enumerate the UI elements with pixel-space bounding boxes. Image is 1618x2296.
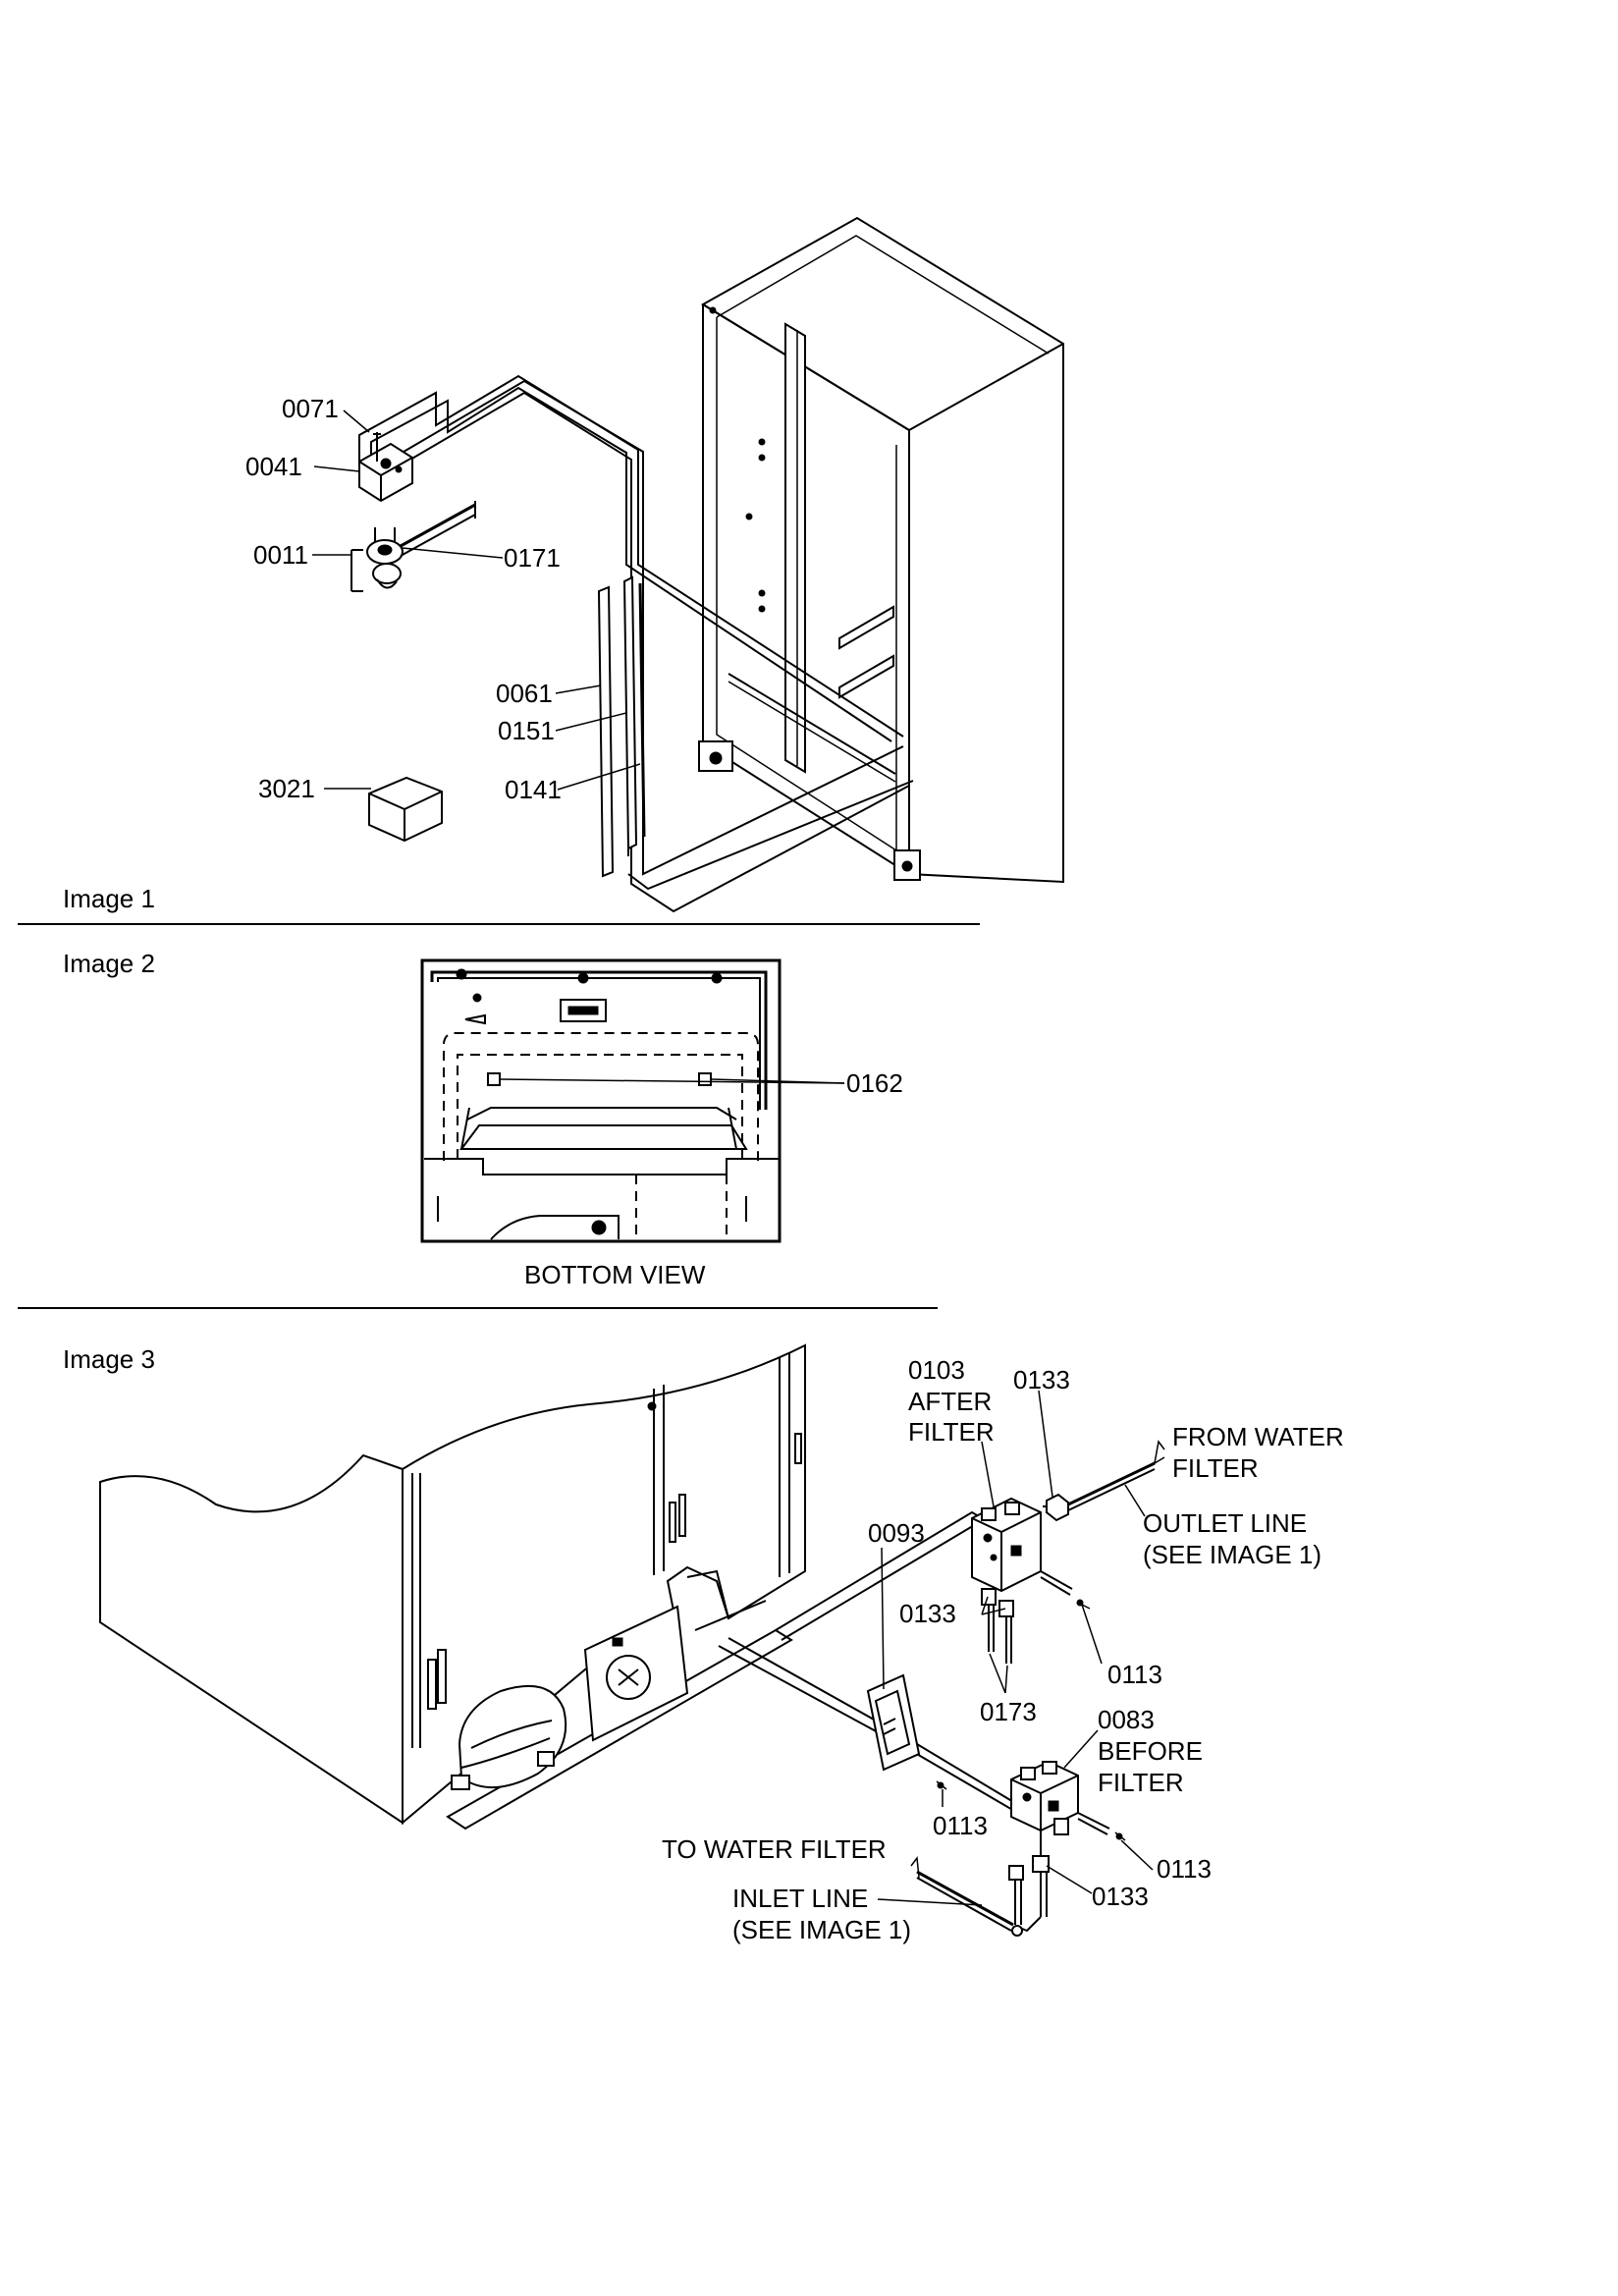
caption-image3: Image 3 bbox=[63, 1344, 155, 1374]
label-0083: 0083 bbox=[1098, 1705, 1155, 1734]
label-0061: 0061 bbox=[496, 679, 553, 708]
label-0173: 0173 bbox=[980, 1697, 1037, 1726]
label-inlet-line-2: (SEE IMAGE 1) bbox=[732, 1915, 911, 1944]
caption-image1: Image 1 bbox=[63, 884, 155, 913]
tube-0171 bbox=[400, 501, 476, 557]
image2-leaders bbox=[500, 1078, 845, 1084]
label-0171: 0171 bbox=[504, 543, 561, 573]
strip-0141 bbox=[638, 582, 646, 838]
caption-bottom-view: BOTTOM VIEW bbox=[524, 1260, 706, 1289]
box-3021 bbox=[368, 776, 443, 843]
screw-0071 bbox=[373, 432, 381, 462]
image2-section: Image 2 bbox=[63, 949, 903, 1289]
label-after-filter-2: FILTER bbox=[908, 1417, 995, 1447]
label-0113-right: 0113 bbox=[1107, 1660, 1162, 1689]
image3-leaders bbox=[877, 1390, 1165, 1906]
label-0103: 0103 bbox=[908, 1355, 965, 1385]
label-0071: 0071 bbox=[282, 394, 339, 423]
label-0133-top: 0133 bbox=[1013, 1365, 1070, 1394]
label-0093: 0093 bbox=[868, 1518, 925, 1548]
label-inlet-line-1: INLET LINE bbox=[732, 1884, 868, 1913]
strip-0061 bbox=[597, 585, 615, 878]
label-outlet-line-1: OUTLET LINE bbox=[1143, 1508, 1307, 1538]
caption-image2: Image 2 bbox=[63, 949, 155, 978]
refrigerator-cabinet bbox=[698, 216, 1064, 884]
valve-0083 bbox=[916, 1760, 1126, 1937]
label-0133-mid: 0133 bbox=[899, 1599, 956, 1628]
label-to-water-filter: TO WATER FILTER bbox=[662, 1834, 887, 1864]
label-0113-low: 0113 bbox=[1157, 1854, 1212, 1884]
label-0162: 0162 bbox=[846, 1068, 903, 1098]
bracket-0041 bbox=[358, 442, 413, 503]
label-after-filter-1: AFTER bbox=[908, 1387, 992, 1416]
label-before-filter-2: FILTER bbox=[1098, 1768, 1184, 1797]
refrigerator-lower-rear bbox=[99, 1343, 806, 1831]
label-0011: 0011 bbox=[253, 540, 308, 570]
label-from-water-filter-1: FROM WATER bbox=[1172, 1422, 1344, 1451]
label-3021: 3021 bbox=[258, 774, 315, 803]
bottom-view-panel bbox=[420, 958, 782, 1243]
label-0133-low: 0133 bbox=[1092, 1882, 1149, 1911]
label-before-filter-1: BEFORE bbox=[1098, 1736, 1203, 1766]
image1-section: 0071 0041 0011 0171 0061 0151 0141 3021 … bbox=[63, 216, 1064, 913]
image3-section: Image 3 bbox=[63, 1343, 1344, 1944]
label-outlet-line-2: (SEE IMAGE 1) bbox=[1143, 1540, 1321, 1569]
label-0151: 0151 bbox=[498, 716, 555, 745]
label-from-water-filter-2: FILTER bbox=[1172, 1453, 1259, 1483]
label-0041: 0041 bbox=[245, 452, 302, 481]
valve-0103 bbox=[971, 1461, 1156, 1664]
image1-leaders bbox=[312, 410, 641, 791]
filter-head-0011 bbox=[351, 527, 404, 592]
strip-0151 bbox=[622, 575, 638, 856]
bracket-0093 bbox=[866, 1673, 921, 1772]
label-0113-left: 0113 bbox=[933, 1811, 988, 1840]
label-0141: 0141 bbox=[505, 775, 562, 804]
